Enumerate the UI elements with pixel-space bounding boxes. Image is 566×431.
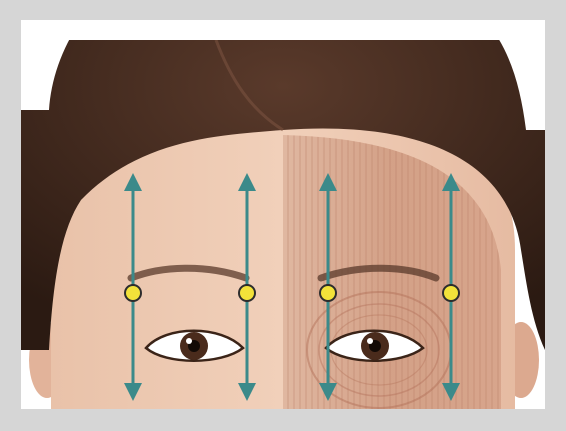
point-icon xyxy=(320,285,336,301)
face-illustration xyxy=(21,20,545,409)
point-icon xyxy=(239,285,255,301)
point-icon xyxy=(125,285,141,301)
top-background xyxy=(21,20,545,40)
image-panel xyxy=(21,20,545,409)
point-icon xyxy=(443,285,459,301)
